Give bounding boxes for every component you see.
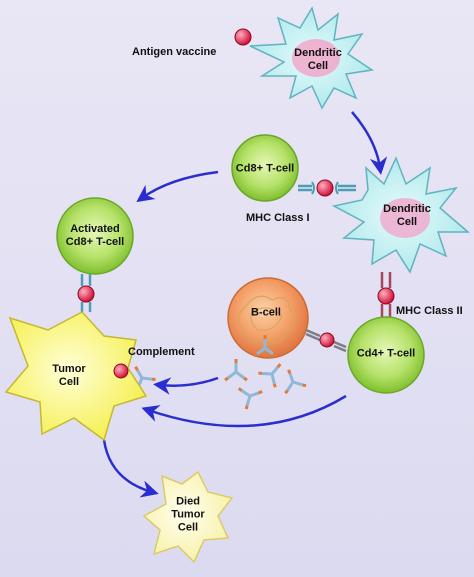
activated-tumor-connector xyxy=(77,274,95,312)
tumor-cell-line2: Cell xyxy=(58,376,80,388)
antigen-vaccine-label: Antigen vaccine xyxy=(132,46,217,58)
complement-label: Complement xyxy=(128,346,195,358)
dendritic-cell-mid-line2: Cell xyxy=(396,216,418,228)
activated-cd8-tcell xyxy=(56,197,134,275)
activated-cd8-line2: Cd8+ T-cell xyxy=(65,236,125,248)
bcell-cd4-connector xyxy=(305,328,347,353)
died-tumor-cell xyxy=(142,470,234,564)
b-cell-label: B-cell xyxy=(251,306,281,319)
antigen-dot xyxy=(234,28,252,46)
died-tumor-cell-label: Died Tumor Cell xyxy=(171,496,204,535)
activated-cd8-label: Activated Cd8+ T-cell xyxy=(66,223,124,249)
dendritic-cell-top xyxy=(234,6,375,110)
cd4-tcell-label: Cd4+ T-cell xyxy=(356,347,416,360)
cd4-tcell xyxy=(347,316,425,394)
complement-antigen-dot xyxy=(113,363,129,379)
died-tumor-line1: Died xyxy=(176,495,200,508)
dendritic-cell-mid-label: Dendritic Cell xyxy=(383,203,431,229)
dendritic-cell-mid-line1: Dendritic xyxy=(383,203,431,215)
dendritic-cell-top-label: Dendritic Cell xyxy=(294,47,342,73)
tumor-cell-label: Tumor Cell xyxy=(52,363,85,389)
cd8-tcell-label: Cd8+ T-cell xyxy=(235,162,295,175)
mhc-class-2-connector xyxy=(377,272,395,322)
mhc-class-1-connector xyxy=(298,179,356,197)
mhc-class-1-label: MHC Class I xyxy=(246,212,310,224)
arrow-antibodies-to-tumor xyxy=(153,376,219,395)
died-tumor-line2: Tumor xyxy=(171,508,205,521)
mhc-class-2-label: MHC Class II xyxy=(396,305,463,317)
arrow-cd4-to-tumor xyxy=(141,394,347,428)
dendritic-cell-mid xyxy=(331,156,471,274)
tumor-cell-line1: Tumor xyxy=(52,363,86,375)
b-cell xyxy=(227,277,309,359)
tumor-cell xyxy=(4,311,148,442)
arrow-dendritic-to-dendritic xyxy=(351,111,388,175)
arrow-cd8-to-activated xyxy=(136,170,219,203)
antibodies xyxy=(134,335,307,410)
dendritic-cell-top-line1: Dendritic xyxy=(294,47,342,59)
activated-cd8-line1: Activated xyxy=(70,223,120,235)
died-tumor-line3: Cell xyxy=(177,521,199,534)
dendritic-cell-top-line2: Cell xyxy=(307,60,329,72)
arrow-tumor-to-died xyxy=(102,439,159,498)
cd8-tcell xyxy=(231,134,299,202)
